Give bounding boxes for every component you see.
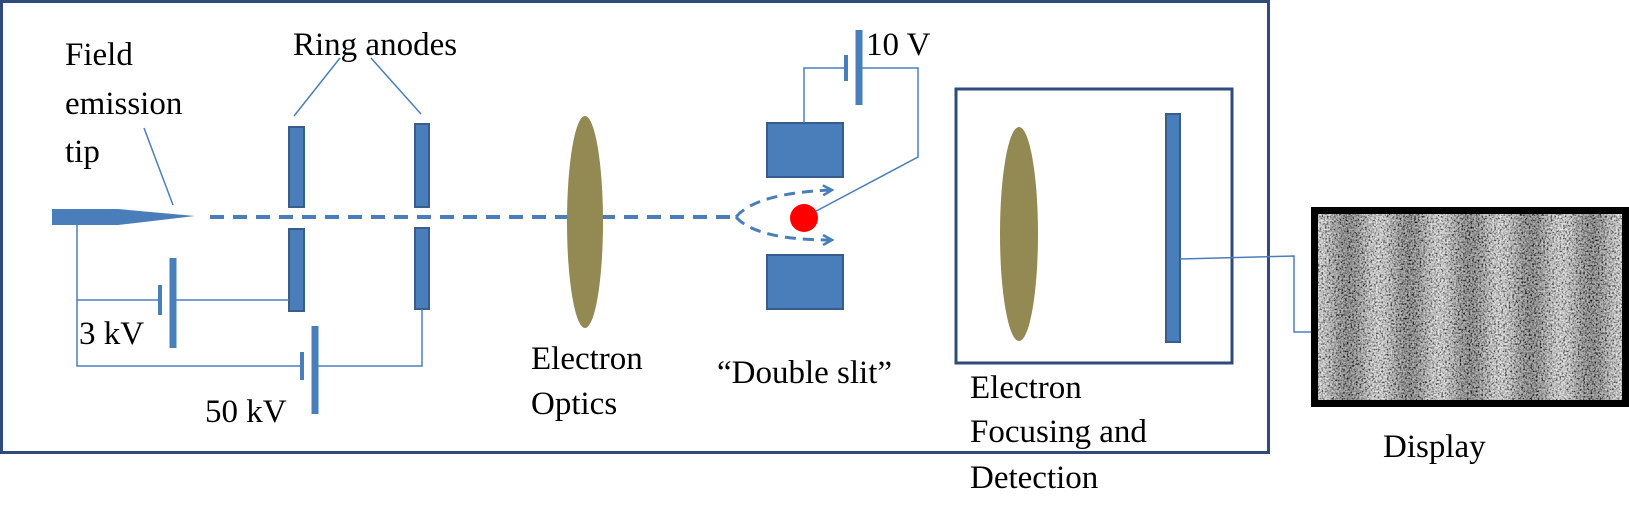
charged-filament-icon bbox=[790, 204, 818, 232]
ring-anodes-label: Ring anodes bbox=[293, 27, 457, 63]
battery-50kv-icon bbox=[300, 326, 319, 414]
double-slit-block-bottom bbox=[766, 254, 844, 310]
ring-anode-1-top bbox=[288, 126, 305, 208]
focusing-label-line1: Electron bbox=[970, 370, 1082, 406]
display-screen bbox=[1318, 214, 1622, 400]
focusing-detection-box bbox=[954, 87, 1234, 365]
focusing-lens bbox=[1000, 127, 1038, 341]
ring-anode-1-bottom bbox=[288, 228, 305, 312]
double-slit-label: “Double slit” bbox=[717, 355, 892, 391]
display-label: Display bbox=[1383, 429, 1486, 465]
voltage-3kv-label: 3 kV bbox=[79, 316, 144, 352]
display-noise bbox=[1318, 214, 1622, 400]
wire-10v-right bbox=[804, 67, 919, 218]
tip-leader-line bbox=[143, 127, 174, 206]
wire-10v-left bbox=[803, 67, 845, 123]
beam-path-upper bbox=[734, 190, 832, 219]
detector-plate bbox=[1165, 113, 1181, 343]
vacuum-chamber-outline bbox=[0, 0, 1270, 454]
wire-50kv-right bbox=[316, 309, 423, 367]
double-slit-block-top bbox=[766, 122, 844, 178]
focusing-label-line3: Detection bbox=[970, 460, 1098, 496]
ring-anode-2-bottom bbox=[414, 227, 430, 310]
wire-to-display bbox=[1179, 255, 1318, 333]
tip-label-line3: tip bbox=[65, 134, 100, 170]
beam-path-lower bbox=[734, 215, 832, 240]
voltage-10v-label: 10 V bbox=[866, 27, 931, 63]
battery-3kv-icon bbox=[158, 258, 177, 348]
optics-label-line2: Optics bbox=[531, 386, 617, 422]
voltage-50kv-label: 50 kV bbox=[205, 394, 287, 430]
electron-optics-lens bbox=[567, 116, 603, 328]
focusing-label-line2: Focusing and bbox=[970, 414, 1147, 450]
ring-anodes-leader-left bbox=[293, 57, 341, 117]
field-emission-tip-icon bbox=[52, 209, 195, 225]
ring-anodes-leader-right bbox=[370, 57, 422, 115]
battery-10v-icon bbox=[844, 30, 863, 105]
tip-label-line1: Field bbox=[65, 37, 133, 73]
wire-tip-common bbox=[76, 225, 302, 367]
optics-label-line1: Electron bbox=[531, 341, 643, 377]
ring-anode-2-top bbox=[414, 123, 430, 208]
tip-label-line2: emission bbox=[65, 86, 182, 122]
